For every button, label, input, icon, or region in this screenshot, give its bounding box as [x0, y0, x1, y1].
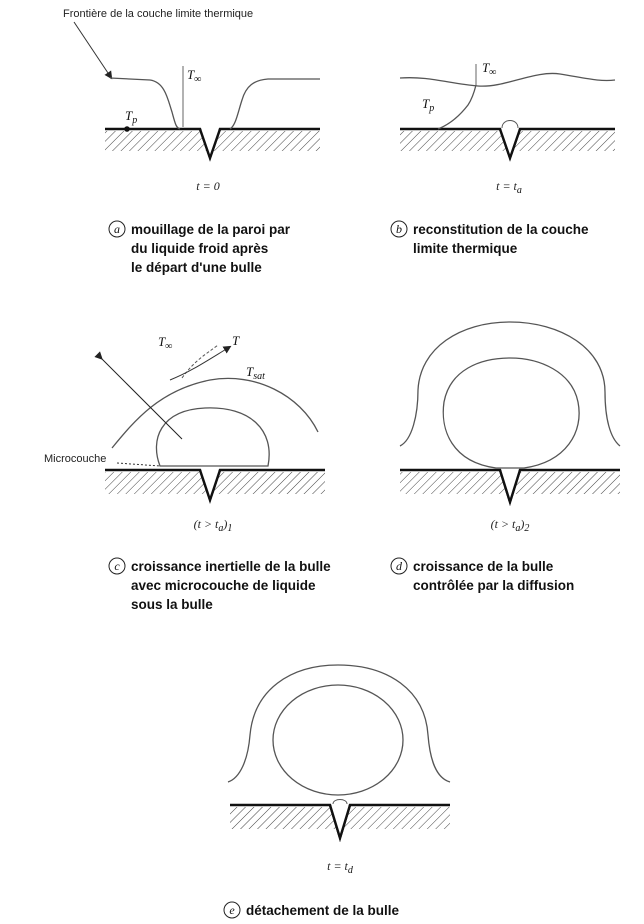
panel-letter-circle-e [223, 901, 241, 919]
caption-a-line2: du liquide froid après [131, 241, 268, 256]
panel-letter-circle-d [390, 557, 408, 575]
caption-c-line1: croissance inertielle de la bulle [131, 559, 331, 574]
temperature-profile-curve [437, 84, 477, 130]
thermal-boundary-curve [399, 72, 616, 87]
panel-b: T∞ Tp t = ta b reconstitution de la couc… [390, 60, 616, 256]
panel-letter-circle-c [108, 557, 126, 575]
nucleation-cavity [198, 128, 222, 162]
caption-a-line1: mouillage de la paroi par [131, 222, 291, 237]
thermal-boundary-curve [111, 377, 319, 449]
bubble-nucleus [501, 120, 519, 129]
boundary-label: Frontière de la couche limite thermique [63, 8, 253, 20]
vapor-bubble [155, 407, 270, 467]
residual-nucleus [332, 799, 348, 805]
panel-d: (t > ta)2 d croissance de la bulle contr… [390, 321, 621, 593]
caption-b-line1: reconstitution de la couche [413, 222, 589, 237]
microlayer-pointer [116, 462, 161, 467]
caption-d-line2: contrôlée par la diffusion [413, 578, 574, 593]
caption-d-line1: croissance de la bulle [413, 559, 554, 574]
nucleation-cavity [498, 128, 522, 162]
t-inf-label-c: T∞ [158, 334, 172, 352]
time-label-b: t = ta [496, 179, 522, 196]
nucleation-cavity [498, 469, 522, 507]
t-sat-label-c: Tsat [246, 364, 265, 382]
caption-b-line2: limite thermique [413, 241, 518, 256]
t-label-c: T [232, 333, 240, 348]
thermal-boundary-curve-right [229, 78, 320, 130]
time-label-d: (t > ta)2 [491, 517, 530, 534]
direction-arrow [94, 351, 183, 440]
microlayer-label: Microcouche [44, 453, 106, 465]
panel-letter-d: d [396, 559, 403, 573]
panel-a: T∞ Tp t = 0 a mouillage de la paroi par … [105, 66, 320, 275]
temperature-arrow [169, 345, 232, 381]
panel-letter-a: a [114, 222, 120, 236]
panel-letter-c: c [114, 559, 120, 573]
thermal-boundary-curve [399, 321, 621, 447]
nucleation-cavity [328, 804, 352, 843]
panel-letter-e: e [229, 903, 235, 917]
caption-a-line3: le départ d'une bulle [131, 260, 262, 275]
t-inf-label-a: T∞ [187, 67, 201, 85]
vapor-bubble [442, 357, 580, 469]
detached-vapor-bubble [272, 684, 404, 796]
panel-letter-circle-b [390, 220, 408, 238]
t-inf-label-b: T∞ [482, 60, 496, 78]
nucleation-cavity [198, 469, 222, 504]
time-label-e: t = td [327, 859, 354, 876]
t-p-label-a: Tp [125, 108, 137, 126]
panel-letter-b: b [396, 222, 402, 236]
thermal-boundary-curve [227, 664, 451, 783]
thermal-boundary-curve-left [109, 77, 181, 130]
t-p-label-b: Tp [422, 96, 434, 114]
wall-point-marker [124, 126, 130, 132]
caption-c-line3: sous la bulle [131, 597, 213, 612]
panel-c: T∞ T Tsat Microcouche (t > ta)1 c croiss… [44, 333, 331, 612]
time-label-c: (t > ta)1 [194, 517, 233, 534]
panel-letter-circle-a [108, 220, 126, 238]
caption-c-line2: avec microcouche de liquide [131, 578, 316, 593]
caption-e-line1: détachement de la bulle [246, 903, 400, 918]
panel-e: t = td e détachement de la bulle [223, 664, 451, 919]
temperature-profile-dashed [181, 344, 219, 379]
time-label-a: t = 0 [196, 179, 219, 193]
boundary-pointer-arrow [73, 21, 113, 80]
